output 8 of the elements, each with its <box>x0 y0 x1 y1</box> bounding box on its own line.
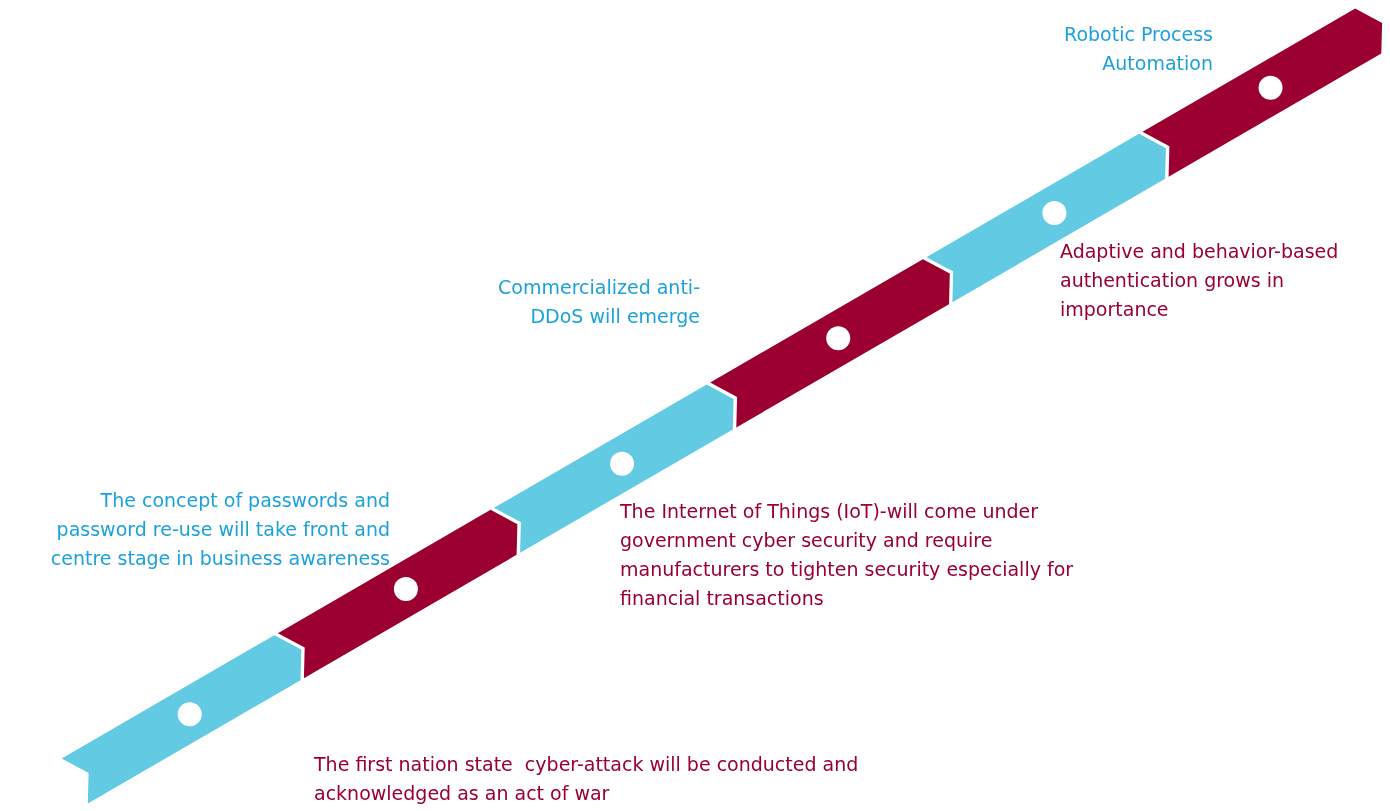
milestone-text: The Internet of Things (IoT)-will come under government cyber security and require manufacturers to tighten security especially for financial transactions <box>620 499 1075 611</box>
timeline-segment <box>710 259 950 428</box>
milestone-text: Commercialized anti-DDoS will emerge <box>497 275 700 329</box>
milestone-text: The concept of passwords and password re-use will take front and centre stage in business awareness <box>49 488 390 571</box>
timeline-segment <box>61 635 302 804</box>
milestone-text: The first nation state cyber-attack will be conducted and acknowledged as an act of war <box>314 752 860 806</box>
milestone-text: Adaptive and behavior-based authentication grows in importance <box>1060 239 1340 322</box>
milestone-text: Robotic Process Automation <box>1063 22 1213 76</box>
